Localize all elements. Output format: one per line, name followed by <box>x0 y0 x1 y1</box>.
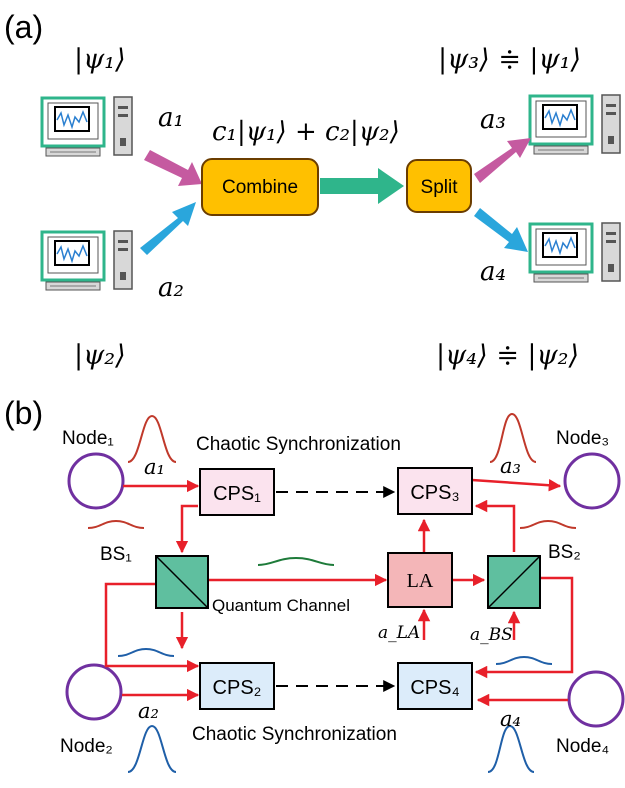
quantum-channel-label: Quantum Channel <box>212 596 350 615</box>
psi4-label: |ψ₄⟩ ≑ |ψ₂⟩ <box>436 340 579 371</box>
b-a2-label: a₂ <box>138 699 159 723</box>
superposition-label: c₁|ψ₁⟩ + c₂|ψ₂⟩ <box>212 117 400 147</box>
psi2-label: |ψ₂⟩ <box>74 340 126 371</box>
pulse-bs1-red <box>87 519 145 529</box>
pulse-node2 <box>127 724 177 773</box>
a-la-label: a_LA <box>378 623 420 643</box>
bs1-label: BS₁ <box>100 544 132 565</box>
pulse-channel <box>257 556 335 566</box>
split-label: Split <box>421 177 459 198</box>
red-lines <box>104 478 574 707</box>
bs1-beam-splitter <box>155 555 209 609</box>
sync-bottom-label: Chaotic Synchronization <box>192 724 397 745</box>
b-a4-label: a₄ <box>500 707 521 731</box>
bs2-beam-splitter <box>487 555 541 609</box>
pulse-bs2-blue <box>495 655 553 665</box>
computer-3-icon <box>528 93 622 156</box>
sync-top-label: Chaotic Synchronization <box>196 434 401 455</box>
cps1-label: CPS₁ <box>213 483 261 505</box>
a-bs-label: a_BS <box>470 625 513 645</box>
node2-label: Node₂ <box>60 736 113 757</box>
a3-label: a₃ <box>480 105 506 135</box>
cps4-label: CPS₄ <box>410 677 459 699</box>
pulse-node4 <box>487 724 535 773</box>
pulse-bs2-red <box>519 519 577 529</box>
a4-label: a₄ <box>480 257 506 287</box>
computer-2-icon <box>40 229 134 292</box>
computer-4-icon <box>528 221 622 284</box>
node3-circle <box>563 452 621 510</box>
arrow-a1 <box>144 150 202 186</box>
a1-label: a₁ <box>158 103 184 133</box>
node1-circle <box>67 452 125 510</box>
cps3-label: CPS₃ <box>410 482 459 504</box>
pulse-node3 <box>489 412 537 463</box>
panel-b-label: (b) <box>4 395 43 431</box>
psi3-label: |ψ₃⟩ ≑ |ψ₁⟩ <box>438 44 581 75</box>
bs2-label: BS₂ <box>548 542 581 563</box>
cps1-box: CPS₁ <box>199 468 275 516</box>
a2-label: a₂ <box>158 273 184 303</box>
arrow-a3 <box>474 138 531 183</box>
node2-circle <box>65 663 123 721</box>
panel-a-label: (a) <box>4 9 43 45</box>
combine-label: Combine <box>222 177 298 198</box>
computer-1-icon <box>40 95 134 158</box>
cps3-box: CPS₃ <box>397 467 473 515</box>
arrow-a2 <box>140 202 196 255</box>
node4-circle <box>567 670 625 728</box>
la-box: LA <box>387 552 453 608</box>
node4-label: Node₄ <box>556 736 609 757</box>
la-label: LA <box>407 570 434 592</box>
cps2-box: CPS₂ <box>199 662 275 710</box>
cps2-label: CPS₂ <box>213 677 262 699</box>
split-box: Split <box>406 159 472 213</box>
psi1-label: |ψ₁⟩ <box>74 44 126 75</box>
b-a1-label: a₁ <box>144 455 165 479</box>
b-a3-label: a₃ <box>500 454 521 478</box>
pulse-node1 <box>127 414 177 463</box>
pulse-bs1-blue <box>117 647 175 657</box>
cps4-box: CPS₄ <box>397 662 473 710</box>
node1-label: Node₁ <box>62 428 114 449</box>
arrow-a4 <box>474 208 528 252</box>
combine-box: Combine <box>201 158 319 216</box>
arrow-combine-split <box>320 168 404 204</box>
node3-label: Node₃ <box>556 428 609 449</box>
